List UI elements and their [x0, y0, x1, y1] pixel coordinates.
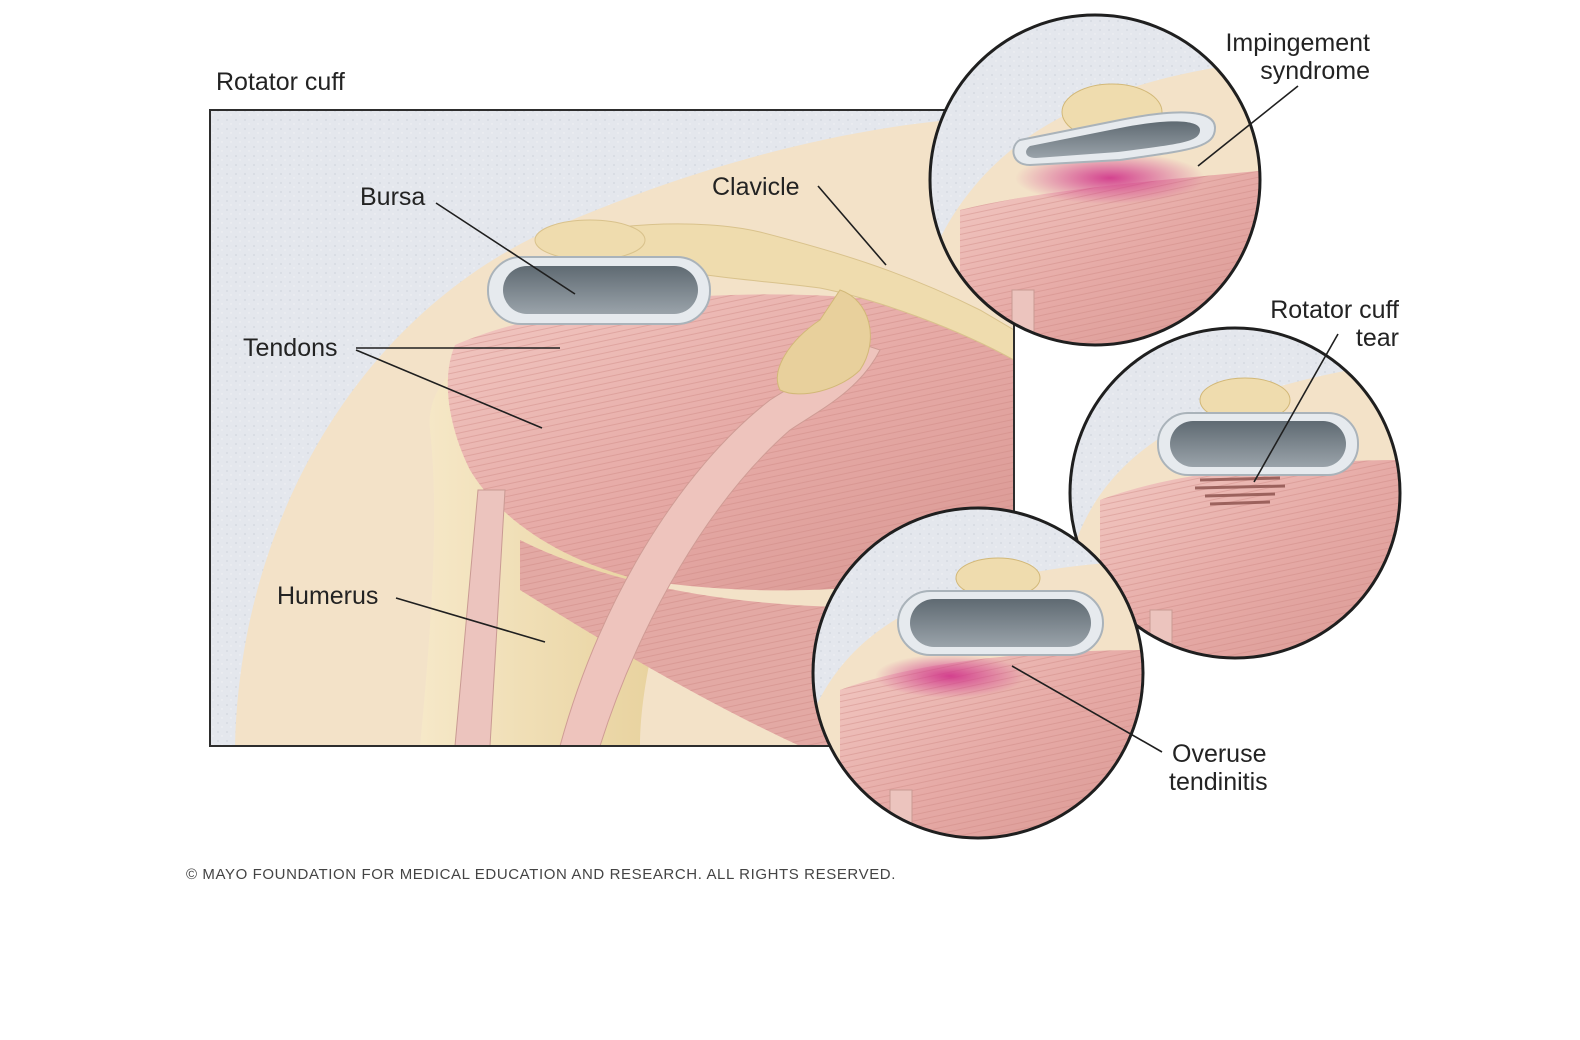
label-tendons: Tendons — [243, 334, 338, 362]
tear-marks — [1194, 476, 1286, 506]
clavicle-leader — [817, 185, 887, 266]
label-clavicle: Clavicle — [712, 173, 800, 201]
label-impingement-line2: syndrome — [1260, 57, 1370, 85]
humerus-leader — [395, 597, 546, 643]
label-tendinitis-line1: Overuse — [1172, 740, 1267, 768]
tear-leader — [1253, 333, 1339, 483]
bursa-leader — [435, 202, 576, 295]
label-tear-line1: Rotator cuff — [1270, 296, 1399, 324]
label-bursa: Bursa — [360, 183, 426, 211]
copyright-notice: © MAYO FOUNDATION FOR MEDICAL EDUCATION … — [186, 866, 896, 883]
tendons-leader-lower — [355, 349, 543, 429]
figure-title: Rotator cuff — [216, 68, 345, 96]
inset-rotator-cuff-tear — [1068, 326, 1402, 660]
leader-lines — [355, 85, 1339, 753]
tendinitis-leader — [1011, 665, 1163, 753]
label-impingement-line1: Impingement — [1225, 29, 1370, 57]
inset-impingement-syndrome — [928, 13, 1262, 347]
label-tear-line2: tear — [1355, 324, 1399, 352]
label-humerus: Humerus — [277, 582, 379, 610]
label-tendinitis-line2: tendinitis — [1169, 768, 1268, 796]
impingement-leader — [1197, 85, 1299, 167]
